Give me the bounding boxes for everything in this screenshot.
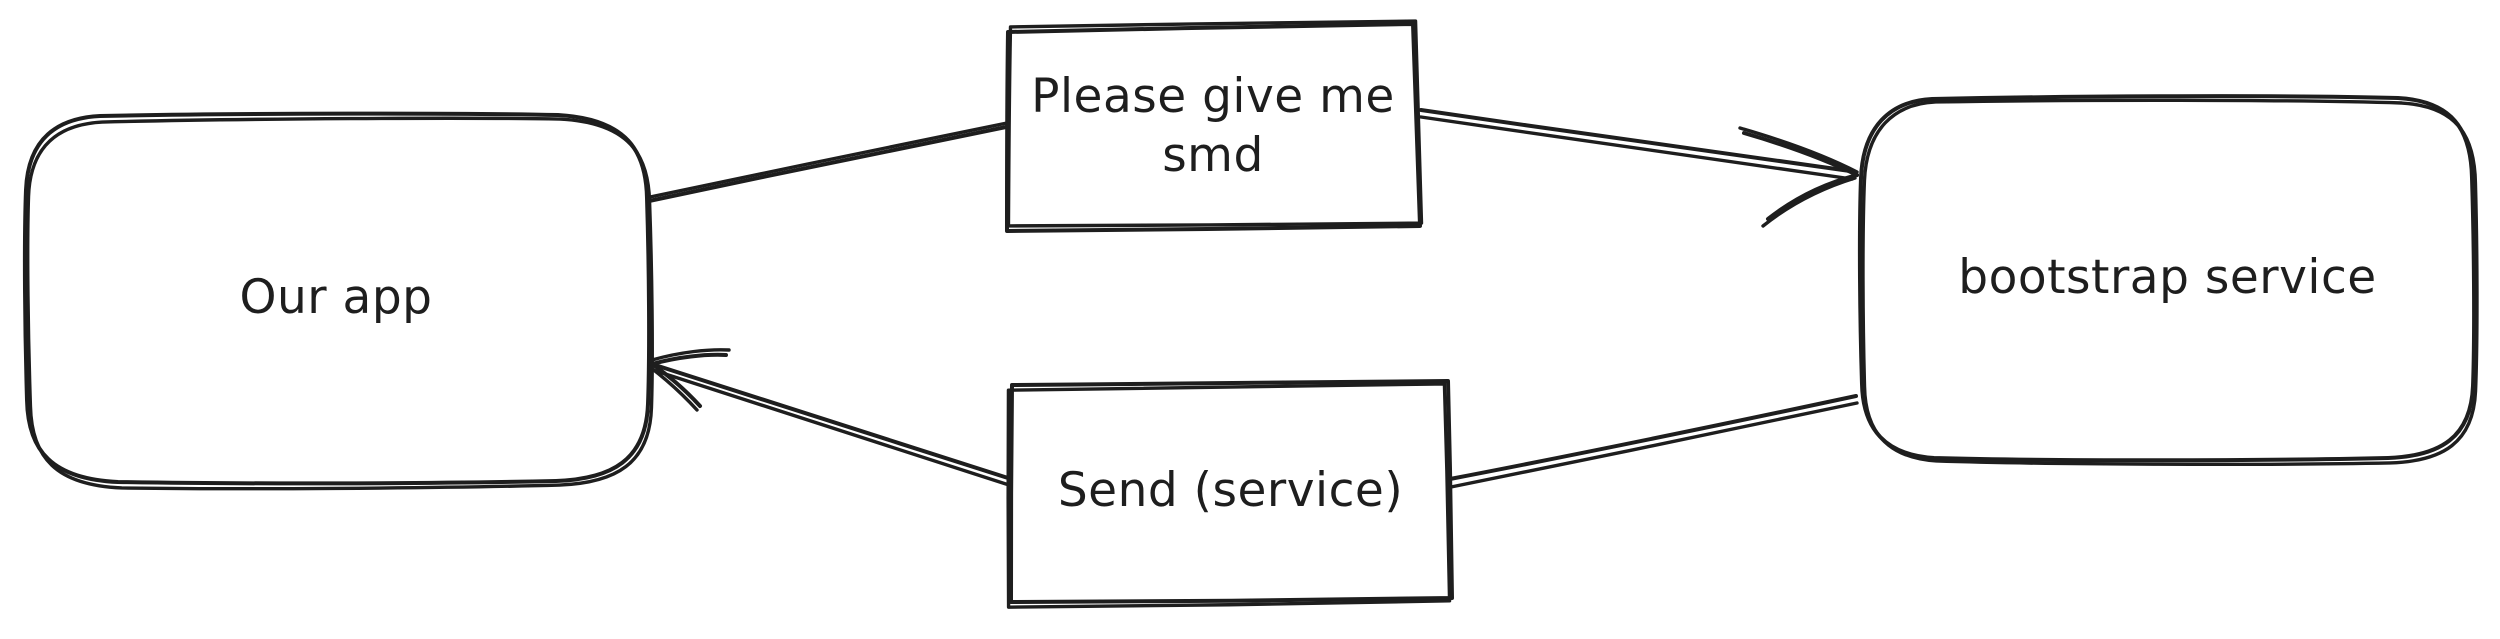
node-response-message[interactable]: Send (service) (1009, 381, 1452, 602)
node-bootstrap-service-outline[interactable] (1857, 94, 2479, 467)
node-bootstrap-service-label: bootstrap service (1958, 249, 2377, 305)
node-our-app-label: Our app (239, 269, 433, 325)
node-request-message[interactable]: Please give me smd (1005, 23, 1421, 231)
node-bootstrap-service[interactable]: bootstrap service (1860, 97, 2475, 459)
edge-request-arrowhead[interactable] (1738, 126, 1859, 228)
node-our-app[interactable]: Our app (24, 113, 648, 483)
edge-response-segment-left[interactable] (651, 363, 1011, 487)
edge-response-arrowhead[interactable] (648, 348, 731, 412)
node-response-message-label: Send (service) (1057, 463, 1404, 519)
edge-request-segment-left[interactable] (647, 121, 1009, 203)
node-request-message-outline[interactable] (1005, 19, 1424, 233)
node-request-message-label: Please give me smd (1031, 69, 1395, 183)
edge-response-segment-right[interactable] (1448, 394, 1859, 489)
node-our-app-outline[interactable] (22, 111, 654, 491)
edge-request-segment-right[interactable] (1419, 108, 1854, 181)
node-response-message-outline[interactable] (1006, 379, 1454, 609)
